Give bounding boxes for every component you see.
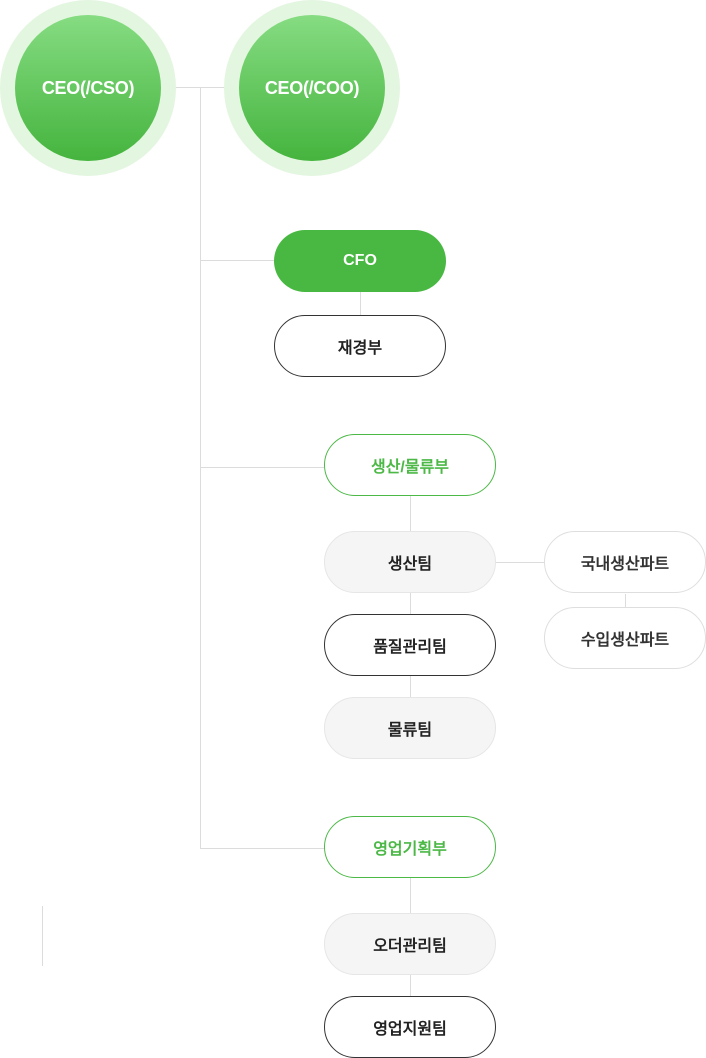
decorative-divider: [42, 906, 43, 966]
sales-support-team-node: 영업지원팀: [324, 996, 496, 1058]
import-production-part-label: 수입생산파트: [580, 632, 670, 649]
logistics-team-label: 물류팀: [387, 722, 433, 739]
connector-to-production: [200, 467, 325, 468]
sales-dept-node: 영업기획부: [324, 816, 496, 878]
import-production-part-node: 수입생산파트: [544, 607, 706, 669]
connector-cfo-dept: [360, 292, 361, 316]
quality-team-node: 품질관리팀: [324, 614, 496, 676]
sales-support-team-label: 영업지원팀: [373, 1021, 447, 1038]
ceo-cso-label: CEO(/CSO): [41, 77, 135, 98]
connector-production-teams: [410, 496, 411, 698]
production-team-node: 생산팀: [324, 531, 496, 593]
connector-to-sales: [200, 848, 325, 849]
connector-main-vertical: [200, 87, 201, 849]
finance-dept-node: 재경부: [274, 315, 446, 377]
logistics-team-node: 물류팀: [324, 697, 496, 759]
ceo-coo-label: CEO(/COO): [264, 77, 360, 98]
connector-parts-vertical: [625, 594, 626, 608]
production-dept-node: 생산/물류부: [324, 434, 496, 496]
quality-team-label: 품질관리팀: [373, 639, 447, 656]
domestic-production-part-label: 국내생산파트: [580, 556, 670, 573]
ceo-cso-node: CEO(/CSO): [15, 15, 161, 161]
cfo-label: CFO: [343, 252, 377, 269]
sales-dept-label: 영업기획부: [373, 841, 447, 858]
connector-team-parts: [495, 562, 545, 563]
order-team-label: 오더관리팀: [373, 938, 447, 955]
domestic-production-part-node: 국내생산파트: [544, 531, 706, 593]
order-team-node: 오더관리팀: [324, 913, 496, 975]
cfo-node: CFO: [274, 230, 446, 292]
production-dept-label: 생산/물류부: [370, 459, 450, 476]
finance-dept-label: 재경부: [337, 340, 383, 357]
ceo-coo-node: CEO(/COO): [239, 15, 385, 161]
connector-to-cfo: [200, 260, 275, 261]
production-team-label: 생산팀: [387, 556, 433, 573]
